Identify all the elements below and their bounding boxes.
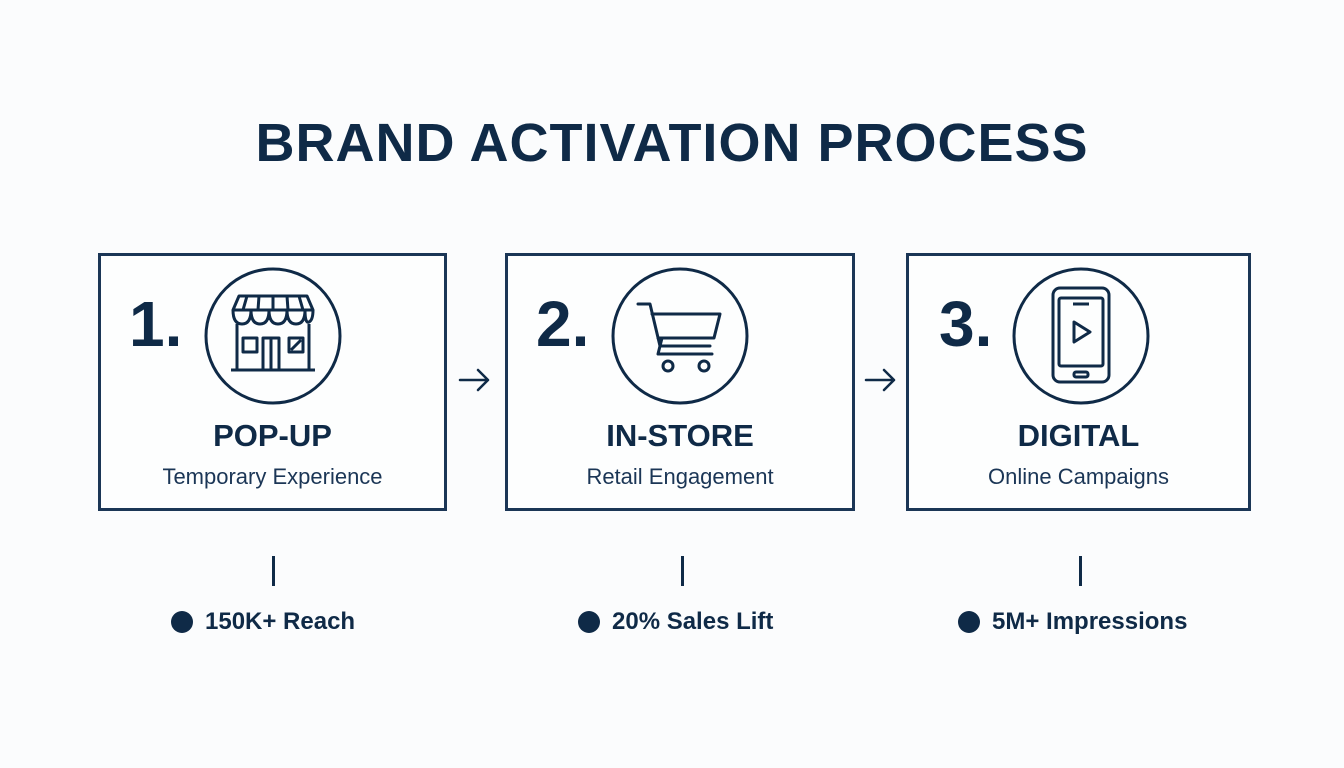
connector-line xyxy=(272,556,275,586)
step-subtitle: Online Campaigns xyxy=(988,464,1169,489)
metric-label: 150K+ Reach xyxy=(205,608,356,635)
metric-sales-lift: 20% Sales Lift xyxy=(578,606,773,638)
storefront-icon xyxy=(204,267,342,405)
connector-line xyxy=(681,556,684,586)
metric-label: 20% Sales Lift xyxy=(612,608,774,635)
bullet-dot-icon xyxy=(578,611,600,633)
step-number: 3. xyxy=(939,288,993,360)
metric-label: 5M+ Impressions xyxy=(992,608,1188,635)
step-card-instore: 2. IN-STORE Retail Engagement xyxy=(505,253,855,511)
step-title: POP-UP xyxy=(213,418,332,453)
arrow-right-icon xyxy=(864,368,896,392)
shopping-cart-icon xyxy=(611,267,749,405)
step-card-popup: 1. POP-UP Temporary Experience xyxy=(98,253,447,511)
step-number: 2. xyxy=(536,288,590,360)
bullet-dot-icon xyxy=(958,611,980,633)
arrow-right-icon xyxy=(458,368,490,392)
step-subtitle: Retail Engagement xyxy=(586,464,774,489)
step-title: DIGITAL xyxy=(1017,418,1140,453)
page-title: BRAND ACTIVATION PROCESS xyxy=(255,113,1089,173)
step-subtitle: Temporary Experience xyxy=(162,464,383,489)
metric-impressions: 5M+ Impressions xyxy=(958,606,1187,638)
connector-line xyxy=(1079,556,1082,586)
smartphone-play-icon xyxy=(1012,267,1150,405)
step-title: IN-STORE xyxy=(606,418,754,453)
step-number: 1. xyxy=(129,288,183,360)
bullet-dot-icon xyxy=(171,611,193,633)
metric-reach: 150K+ Reach xyxy=(171,606,355,638)
step-card-digital: 3. DIGITAL Online Campaigns xyxy=(906,253,1251,511)
